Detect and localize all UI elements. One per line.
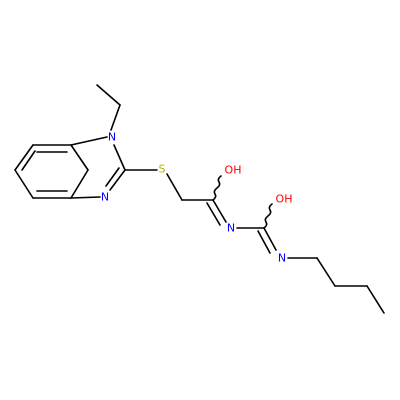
- nitrogen-label: N: [108, 131, 116, 144]
- hydroxyl-label: OH: [225, 164, 242, 177]
- imidic-acid-1: [206, 175, 227, 226]
- bond: [263, 227, 277, 251]
- wavy-bond: [212, 175, 222, 201]
- bond: [109, 169, 126, 191]
- bond: [96, 84, 121, 106]
- hydroxyl-label: OH: [276, 193, 293, 206]
- bond: [70, 136, 108, 146]
- bond: [166, 173, 183, 201]
- benzene-ring: [14, 144, 89, 199]
- bond: [21, 150, 36, 171]
- bond: [70, 196, 101, 199]
- bond: [70, 144, 89, 171]
- nitrogen-label: N: [227, 222, 235, 235]
- nitrogen-label: N: [101, 191, 109, 204]
- bond: [206, 202, 221, 226]
- bond: [212, 199, 227, 223]
- bond: [316, 257, 336, 287]
- bond: [113, 144, 126, 171]
- bond: [257, 230, 271, 254]
- bond: [14, 169, 34, 199]
- bond: [105, 167, 120, 187]
- imidazole-ring: [70, 136, 126, 199]
- ethyl-group: [96, 84, 121, 131]
- bond: [70, 169, 89, 199]
- nitrogen-label: N: [278, 252, 286, 265]
- imidic-acid-2: [236, 203, 277, 254]
- butyl-chain: [287, 257, 385, 314]
- bond: [14, 144, 34, 171]
- sulfur-label: S: [159, 163, 166, 176]
- thioether-linkage: [124, 169, 214, 201]
- wavy-bond: [263, 203, 273, 229]
- bond: [110, 104, 121, 131]
- bond: [366, 285, 385, 314]
- atom-labels: N N S OH N OH N: [101, 131, 293, 265]
